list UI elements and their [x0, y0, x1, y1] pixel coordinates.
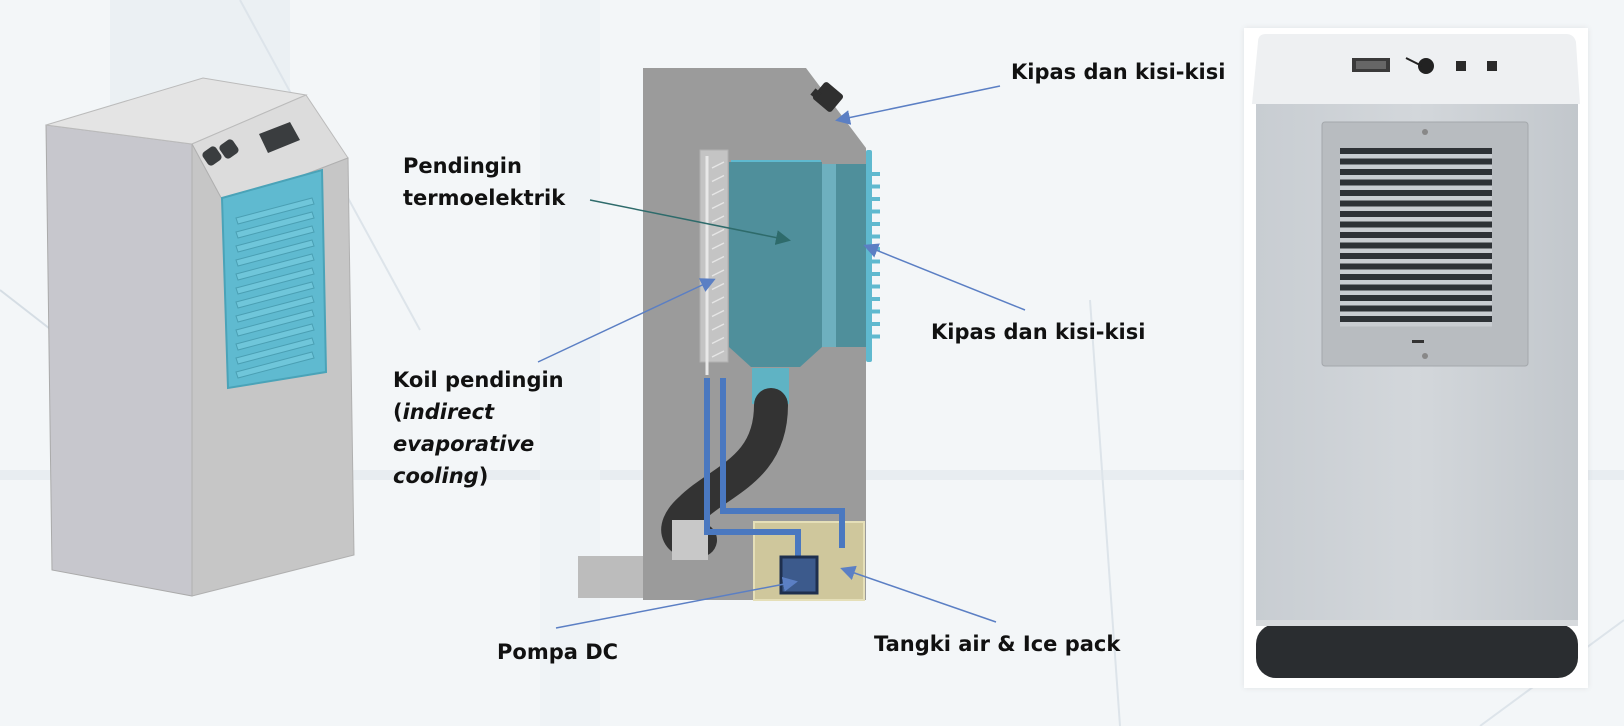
louver: [235, 351, 315, 379]
side-fin: [872, 284, 880, 289]
coil-fin: [711, 215, 725, 223]
coil-fins: [711, 161, 725, 358]
photo-louver: [1340, 179, 1492, 186]
coil-fin: [711, 201, 725, 210]
coil-fin: [711, 323, 725, 331]
louver: [235, 197, 315, 225]
coil-fin: [711, 242, 725, 250]
photo-louver: [1340, 232, 1492, 238]
photo-louver: [1340, 148, 1492, 154]
label-thermoelectric-line2: termoelektrik: [403, 186, 566, 210]
leader-coil: [537, 278, 716, 363]
label-coil-italic2: evaporative: [393, 432, 535, 456]
photo-louver: [1340, 169, 1492, 175]
coil-fin: [711, 336, 725, 345]
coil-fin: [711, 296, 725, 304]
side-fin: [872, 172, 880, 176]
coil-fin: [711, 255, 725, 264]
cooling-coil: [699, 149, 729, 363]
louver: [235, 337, 315, 365]
side-fin: [872, 297, 880, 301]
render-3d: [45, 77, 355, 597]
photo-louver: [1340, 295, 1492, 301]
side-fin: [872, 234, 880, 239]
side-fin: [872, 322, 880, 326]
louver: [235, 281, 315, 309]
grille-louvers: [235, 197, 315, 379]
top-fan-icon: [810, 82, 844, 112]
dc-pump: [779, 555, 819, 595]
side-fin: [872, 309, 880, 314]
photo-louver: [1340, 284, 1492, 291]
label-thermoelectric-line1: Pendingin: [403, 154, 522, 178]
coil-fin: [711, 161, 725, 169]
coil-fin: [711, 269, 725, 277]
knob-icon: [202, 139, 239, 166]
product-photo-drawing: [1252, 34, 1580, 678]
label-fan-side: Kipas dan kisi-kisi: [931, 320, 1146, 344]
louver: [235, 225, 315, 253]
side-fan-fins: [872, 172, 880, 339]
cutaway-diagram: [537, 68, 1026, 629]
louver: [235, 267, 315, 295]
side-fin: [872, 184, 880, 189]
photo-louver: [1340, 263, 1492, 270]
photo-louver: [1340, 200, 1492, 207]
photo-louver: [1340, 190, 1492, 196]
label-fan-top: Kipas dan kisi-kisi: [1011, 60, 1226, 84]
photo-button-icon: [1456, 61, 1466, 71]
leader-pump: [555, 576, 798, 629]
side-fan-grille: [866, 150, 872, 362]
coil-fin: [711, 228, 725, 237]
pipe-supply: [704, 378, 801, 558]
photo-louver: [1340, 221, 1492, 228]
label-thermoelectric: Pendingin termoelektrik: [403, 150, 565, 214]
photo-louver: [1340, 316, 1492, 322]
photo-grille-louvers: [1340, 148, 1492, 327]
photo-louver: [1340, 242, 1492, 249]
coil-fin: [711, 350, 725, 358]
coil-fin: [711, 309, 725, 318]
side-fin: [872, 222, 880, 226]
label-coil-line1: Koil pendingin: [393, 368, 564, 392]
louver: [235, 323, 315, 351]
label-coil-italic3: cooling: [393, 464, 479, 488]
louver: [235, 239, 315, 267]
label-tank: Tangki air & Ice pack: [874, 632, 1121, 656]
side-fin: [872, 197, 880, 201]
leader-tank: [840, 565, 997, 623]
product-photo: [1244, 28, 1588, 688]
photo-louver: [1340, 211, 1492, 217]
side-fin: [872, 334, 880, 339]
photo-louver: [1340, 158, 1492, 165]
leader-fan-top: [835, 85, 1001, 125]
inlet-duct: [578, 556, 648, 598]
coil-fin: [711, 174, 725, 183]
photo-knob-icon: [1418, 58, 1434, 74]
photo-louver: [1340, 305, 1492, 312]
leader-thermoelectric: [589, 199, 791, 245]
label-coil-italic1: indirect: [402, 400, 495, 424]
display-icon: [259, 122, 300, 153]
coil-fin: [711, 188, 725, 196]
label-coil: Koil pendingin (indirect evaporative coo…: [393, 364, 564, 492]
photo-louver: [1340, 253, 1492, 259]
side-fin: [872, 209, 880, 214]
louver: [235, 253, 315, 281]
leader-fan-side: [863, 243, 1026, 311]
side-fin: [872, 259, 880, 264]
side-fin: [872, 272, 880, 276]
photo-button-icon: [1487, 61, 1497, 71]
thermoelectric-cooler: [729, 162, 822, 367]
photo-louver: [1340, 274, 1492, 280]
louver: [235, 295, 315, 323]
louver: [235, 211, 315, 239]
louver: [235, 309, 315, 337]
label-pump: Pompa DC: [497, 640, 619, 664]
product-base: [1256, 624, 1578, 678]
pipe-return: [720, 378, 845, 548]
